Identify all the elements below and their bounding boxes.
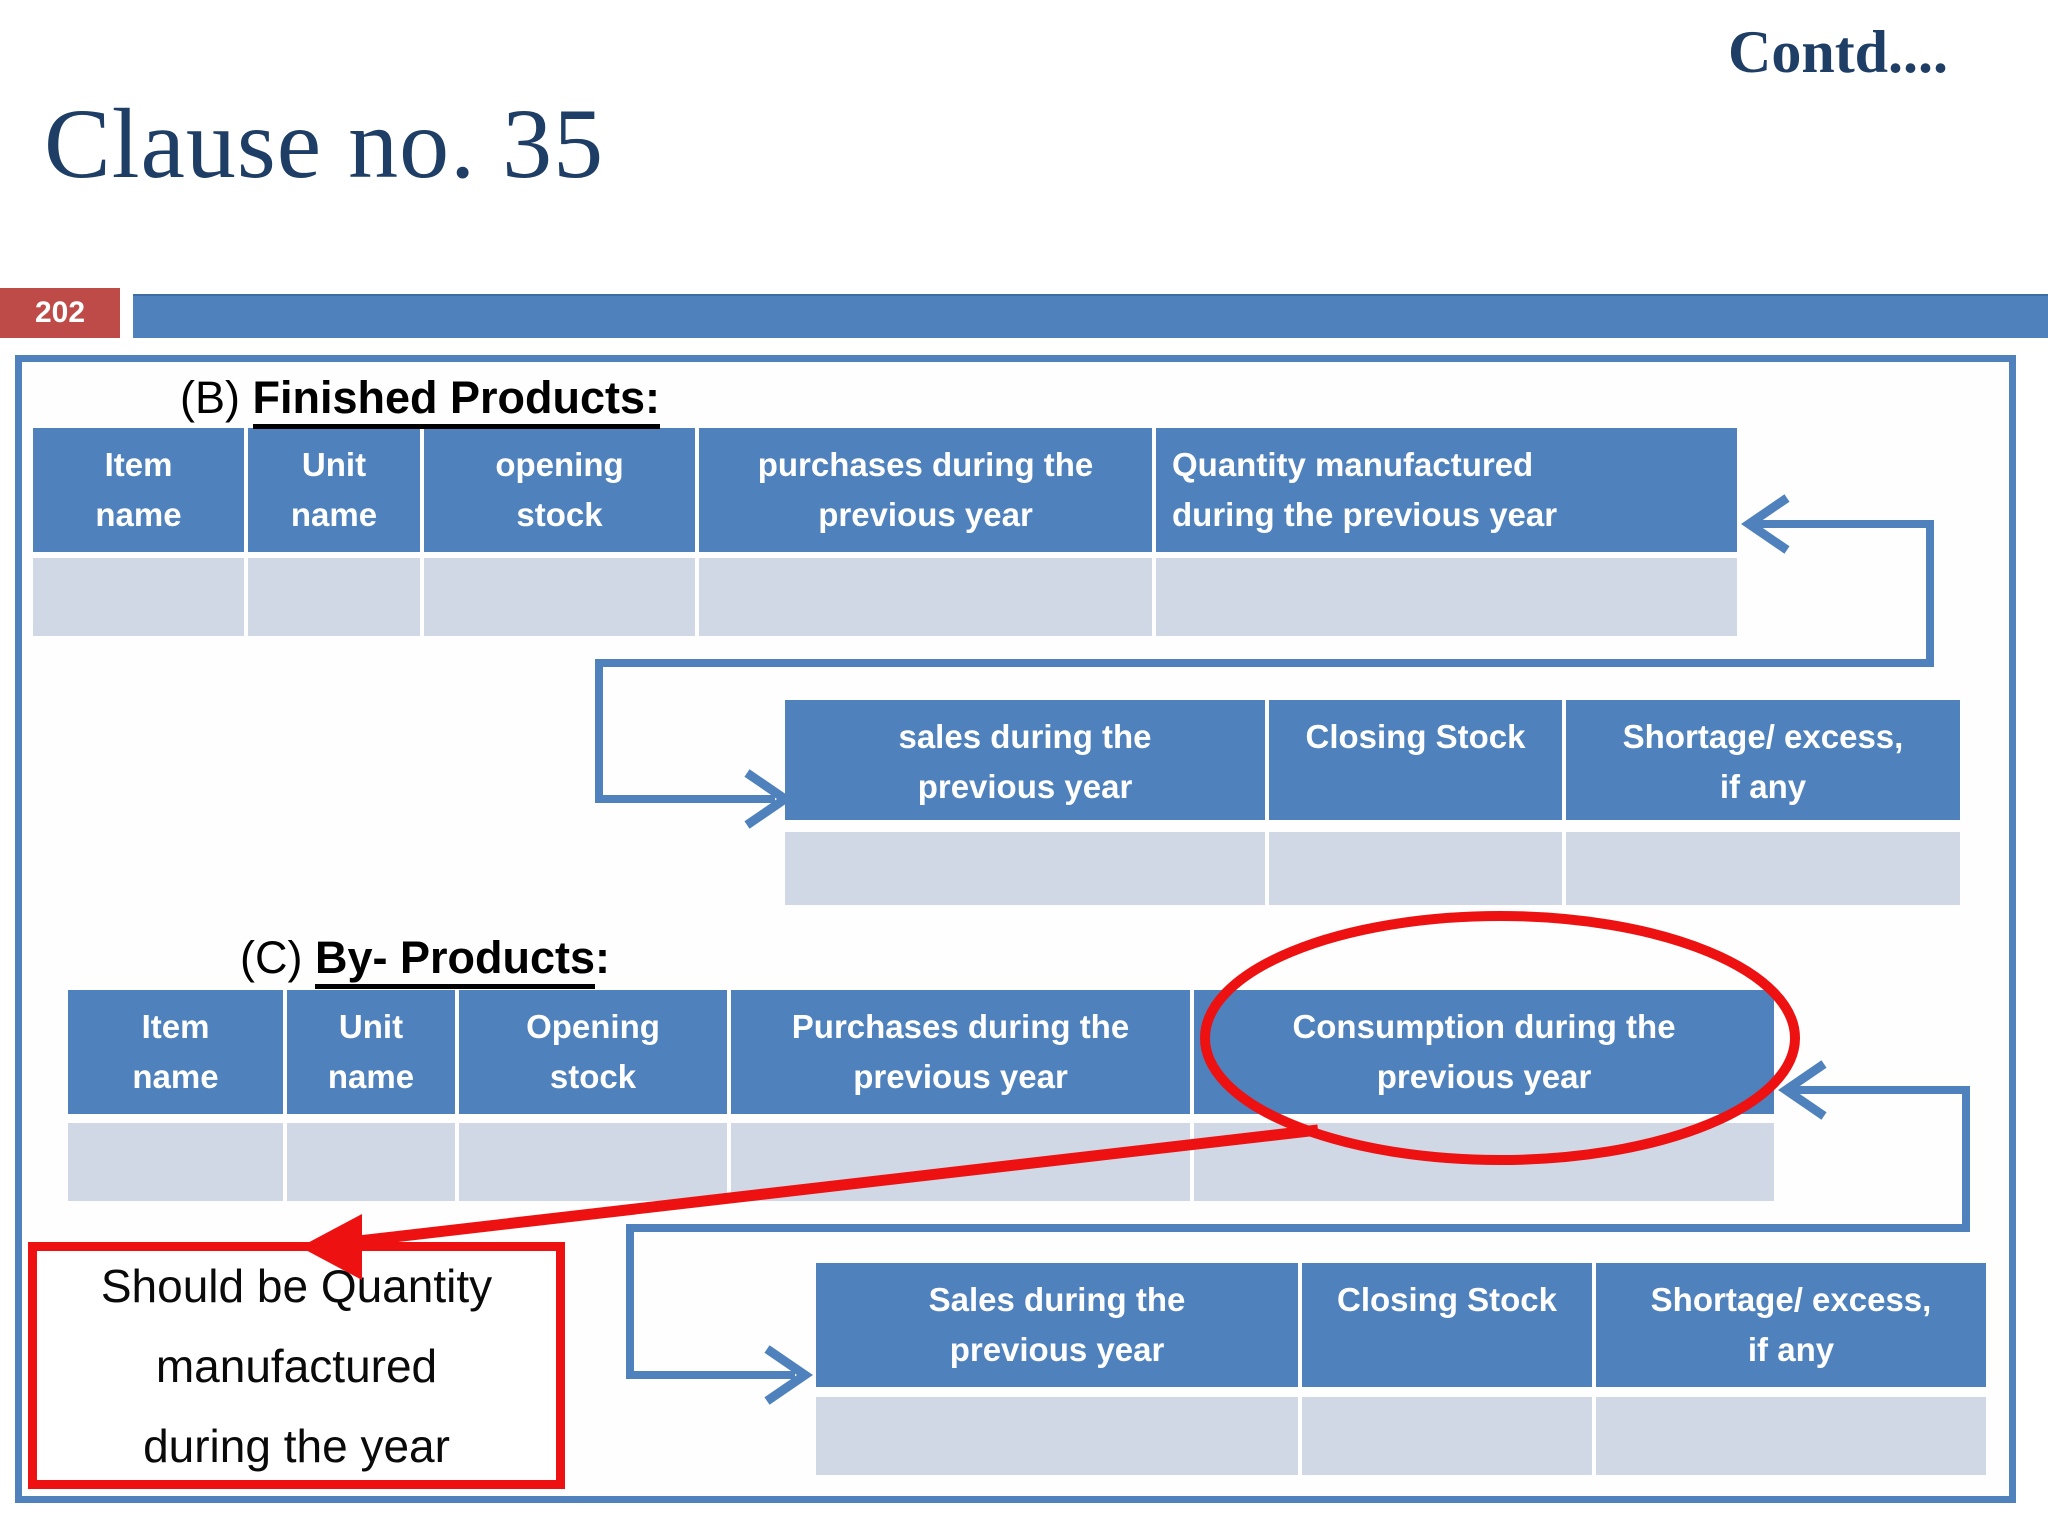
annotation-note-text: Should be Quantity manufactured during t… bbox=[100, 1259, 493, 1472]
table-c1-empty-cell bbox=[731, 1123, 1190, 1201]
section-c-heading: (C) By- Products: bbox=[240, 932, 611, 989]
table-b1-empty-cell bbox=[248, 558, 420, 636]
table-b1-header-unit-name: Unit name bbox=[248, 428, 420, 552]
table-c1-header-item-name: Item name bbox=[68, 990, 283, 1114]
table-c1-empty-cell bbox=[287, 1123, 455, 1201]
table-b2-empty-cell bbox=[785, 832, 1265, 905]
continuation-label: Contd.... bbox=[1728, 19, 1949, 85]
table-c2-empty-cell bbox=[1302, 1397, 1592, 1475]
table-c1-empty-cell bbox=[1194, 1123, 1774, 1201]
table-c1-header-opening-stock: Opening stock bbox=[459, 990, 727, 1114]
table-b2-header-sales: sales during the previous year bbox=[785, 700, 1265, 820]
section-b-heading: (B) Finished Products: bbox=[180, 372, 661, 429]
section-c-prefix: (C) bbox=[240, 932, 315, 983]
table-b2-empty-cell bbox=[1269, 832, 1562, 905]
section-c-colon: : bbox=[595, 932, 611, 983]
table-b2-header-closing-stock: Closing Stock bbox=[1269, 700, 1562, 820]
table-c1-header-unit-name: Unit name bbox=[287, 990, 455, 1114]
table-b1-empty-cell bbox=[699, 558, 1152, 636]
table-b1-empty-cell bbox=[424, 558, 695, 636]
table-b1-empty-cell bbox=[1156, 558, 1737, 636]
table-c1-header-consumption: Consumption during the previous year bbox=[1194, 990, 1774, 1114]
table-c2-header-closing-stock: Closing Stock bbox=[1302, 1263, 1592, 1387]
table-b1-header-purchases: purchases during the previous year bbox=[699, 428, 1152, 552]
section-b-title: Finished Products: bbox=[252, 372, 661, 429]
table-b1-header-item-name: Item name bbox=[33, 428, 244, 552]
page-title: Clause no. 35 bbox=[44, 88, 605, 199]
table-c2-header-sales: Sales during the previous year bbox=[816, 1263, 1298, 1387]
section-b-prefix: (B) bbox=[180, 372, 253, 423]
table-c1-empty-cell bbox=[459, 1123, 727, 1201]
table-c2-empty-cell bbox=[816, 1397, 1298, 1475]
annotation-note-box: Should be Quantity manufactured during t… bbox=[28, 1242, 565, 1489]
table-b1-header-opening-stock: opening stock bbox=[424, 428, 695, 552]
table-c1-header-purchases: Purchases during the previous year bbox=[731, 990, 1190, 1114]
table-b2-header-shortage-excess: Shortage/ excess, if any bbox=[1566, 700, 1960, 820]
table-c2-empty-cell bbox=[1596, 1397, 1986, 1475]
table-c2-header-shortage-excess: Shortage/ excess, if any bbox=[1596, 1263, 1986, 1387]
section-c-title: By- Products bbox=[314, 932, 596, 989]
table-c1-empty-cell bbox=[68, 1123, 283, 1201]
table-b1-header-quantity-manufactured: Quantity manufactured during the previou… bbox=[1156, 428, 1737, 552]
header-bar bbox=[133, 294, 2048, 338]
table-b1-empty-cell bbox=[33, 558, 244, 636]
page-number-badge: 202 bbox=[0, 288, 120, 338]
table-b2-empty-cell bbox=[1566, 832, 1960, 905]
